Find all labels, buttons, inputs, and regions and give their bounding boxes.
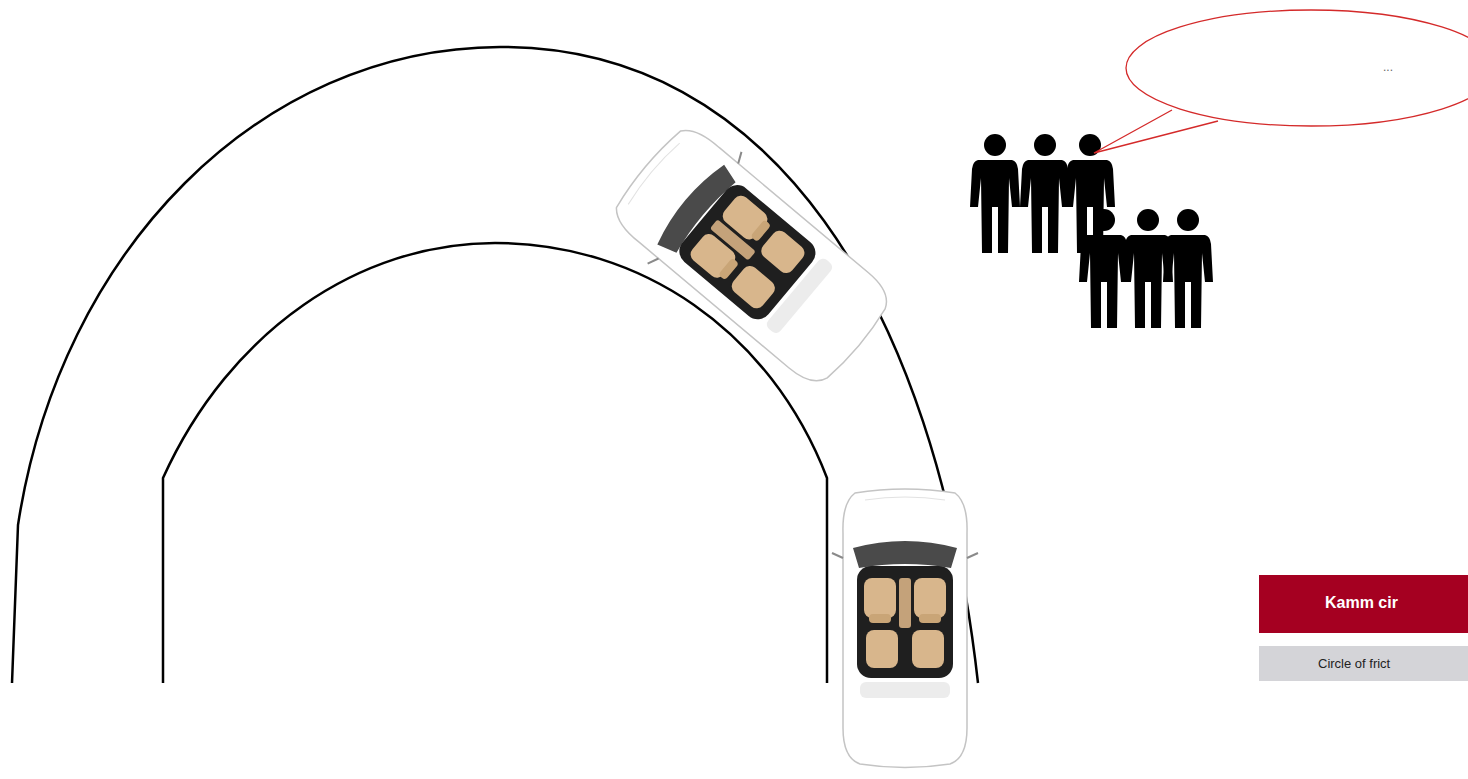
subtitle-band: Circle of frict bbox=[1259, 646, 1468, 681]
spectator bbox=[1079, 209, 1129, 328]
spectator bbox=[970, 134, 1020, 253]
band-title: Kamm cir bbox=[1325, 594, 1398, 612]
spectator bbox=[1020, 134, 1070, 253]
title-band: Kamm cir bbox=[1259, 575, 1468, 633]
car-cornering bbox=[599, 111, 906, 402]
speech-bubble: ... bbox=[1125, 8, 1468, 128]
car-straight bbox=[832, 489, 978, 768]
spectator bbox=[1163, 209, 1213, 328]
bubble-text: ... bbox=[1383, 60, 1393, 74]
band-subtitle: Circle of frict bbox=[1318, 656, 1390, 671]
bubble-outline bbox=[1125, 8, 1468, 128]
bubble-ellipse bbox=[1126, 10, 1468, 126]
road-outer-edge bbox=[12, 47, 978, 683]
speech-bubble-tail bbox=[1094, 110, 1218, 153]
